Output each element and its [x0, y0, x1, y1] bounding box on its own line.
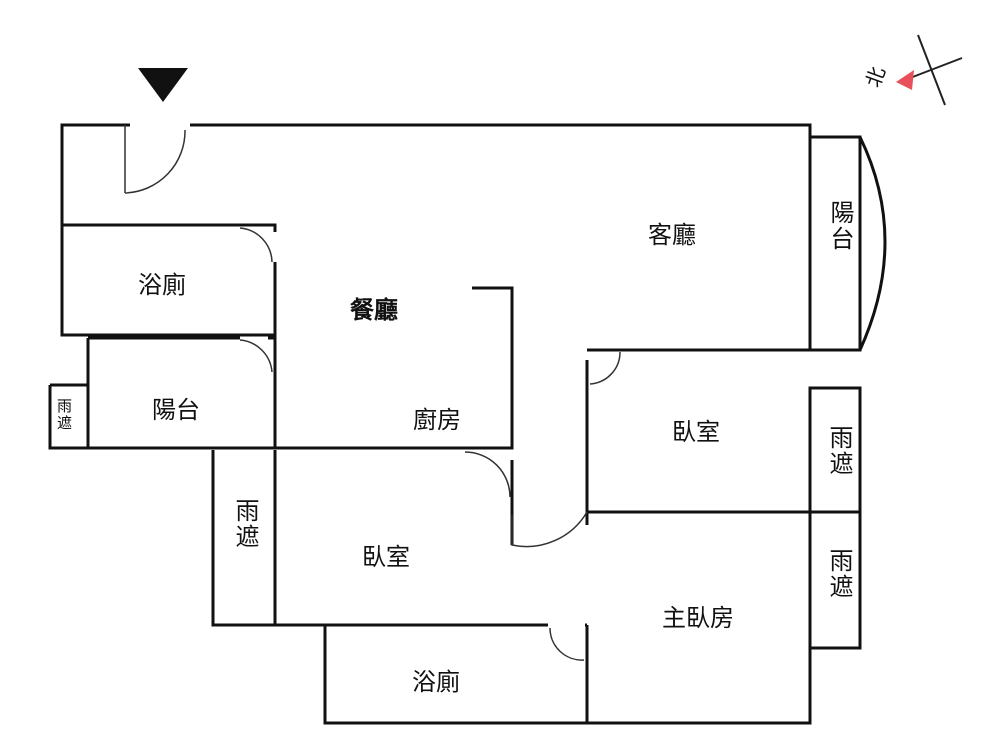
room-label-bedroom-lower: 臥室 — [362, 543, 410, 571]
compass-icon — [896, 34, 963, 106]
room-label-rain-cover-right-upper: 雨遮 — [825, 425, 853, 477]
room-label-rain-cover-right-lower: 雨遮 — [825, 548, 853, 600]
walls — [48, 123, 887, 725]
room-label-kitchen: 廚房 — [413, 406, 461, 434]
room-label-rain-cover-mid: 雨遮 — [231, 498, 259, 550]
room-label-bath-top: 浴廁 — [138, 271, 186, 299]
room-label-living-room: 客廳 — [648, 221, 696, 249]
room-label-rain-cover-left-small: 雨遮 — [55, 398, 73, 432]
room-label-master-bedroom: 主臥房 — [662, 604, 734, 632]
entrance-arrow-icon — [138, 68, 188, 102]
room-label-bedroom-upper: 臥室 — [672, 418, 720, 446]
room-label-balcony-right: 陽台 — [826, 200, 854, 252]
room-label-bath-bottom: 浴廁 — [412, 668, 460, 696]
room-label-balcony-left: 陽台 — [152, 396, 200, 424]
room-label-dining: 餐廳 — [350, 296, 398, 324]
